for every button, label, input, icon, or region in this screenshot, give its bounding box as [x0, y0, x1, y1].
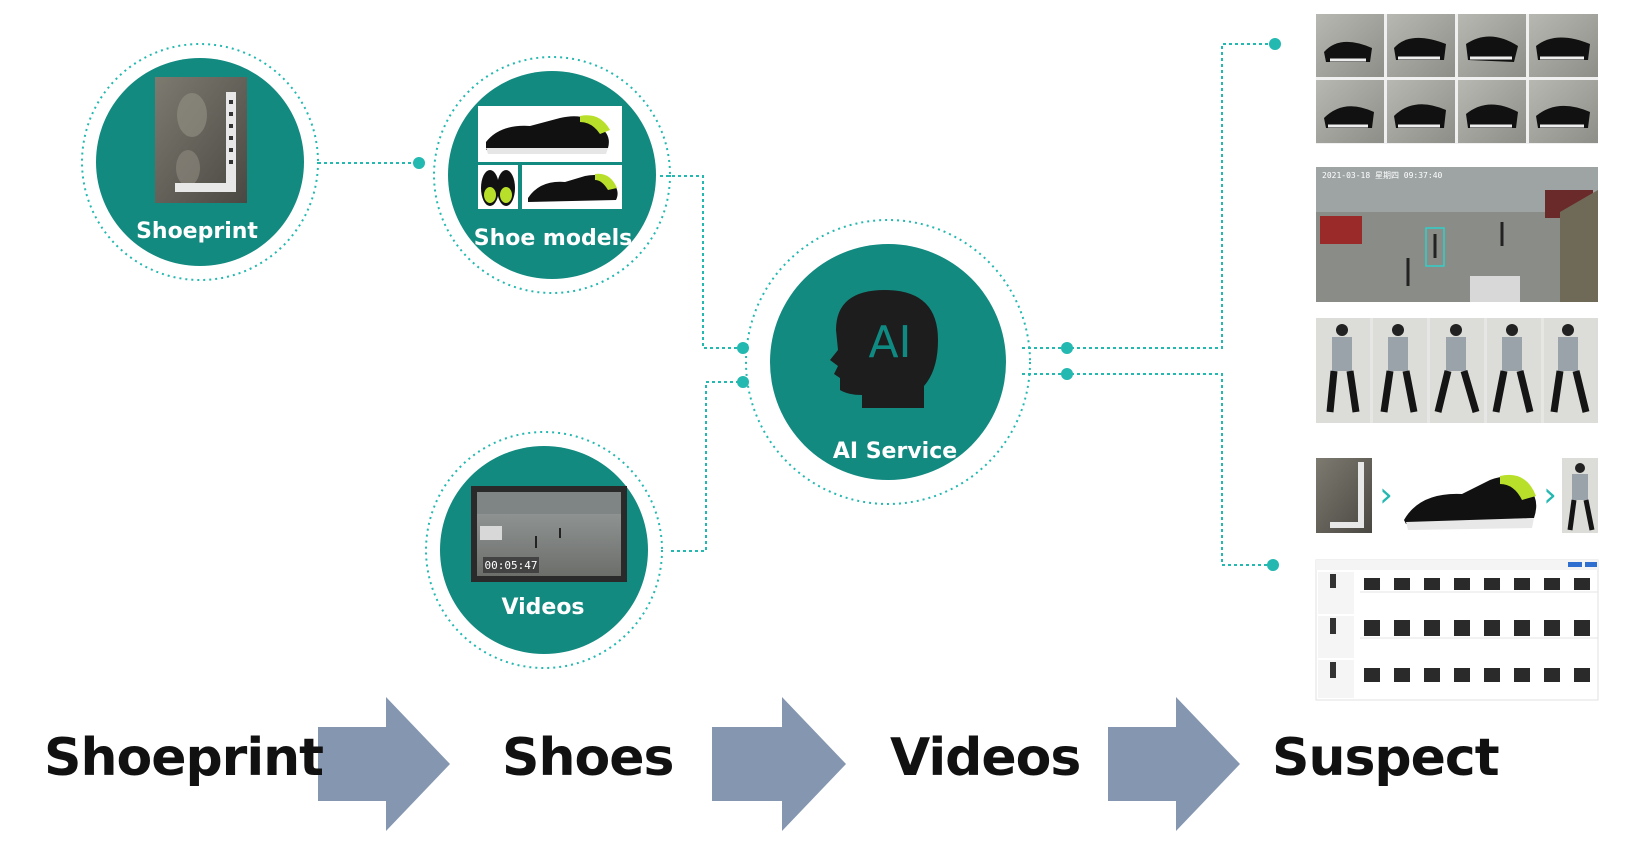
- result-person-sequence: [1316, 318, 1598, 423]
- arrow-right-icon: [1108, 697, 1240, 831]
- shoeprint-photo: [155, 77, 247, 203]
- result-thumbnails: [1364, 578, 1590, 682]
- person-frame: [1316, 318, 1370, 423]
- crop-tile: [1387, 14, 1455, 77]
- crop-tile: [1458, 80, 1526, 143]
- ai-service-label: AI Service: [833, 439, 957, 464]
- ai-icon-text: AI: [868, 317, 911, 368]
- person-frame: [1373, 318, 1427, 423]
- videos-node: 00:05:47 Videos: [425, 431, 663, 669]
- shoe-models-node: Shoe models: [433, 56, 671, 294]
- person-frame: [1487, 318, 1541, 423]
- result-match-chain: › ›: [1316, 458, 1598, 533]
- crop-tile: [1316, 80, 1384, 143]
- chevron-right-icon: ›: [1543, 475, 1557, 515]
- shoe-models-label: Shoe models: [474, 226, 633, 251]
- crop-tile: [1529, 80, 1598, 143]
- person-frame: [1544, 318, 1598, 423]
- crop-tile: [1529, 14, 1598, 77]
- flow-step-videos: Videos: [890, 728, 1081, 788]
- crop-tile: [1458, 14, 1526, 77]
- crop-tile: [1316, 14, 1384, 77]
- chevron-right-icon: ›: [1379, 475, 1393, 515]
- ai-service-node: AI AI Service: [745, 219, 1031, 505]
- shoeprint-label: Shoeprint: [136, 219, 258, 244]
- flow-arrows: [318, 697, 1240, 831]
- videos-label: Videos: [501, 595, 584, 620]
- crop-tile: [1387, 80, 1455, 143]
- camera-overlay-text: 2021-03-18 星期四 09:37:40: [1322, 171, 1443, 180]
- connector-dots: [413, 38, 1281, 571]
- flow-step-suspect: Suspect: [1272, 728, 1500, 788]
- flow-step-shoeprint: Shoeprint: [44, 728, 324, 788]
- video-thumbnail: 00:05:47: [471, 486, 627, 582]
- arrow-right-icon: [318, 697, 450, 831]
- flow-step-shoes: Shoes: [502, 728, 674, 788]
- result-camera-frame: 2021-03-18 星期四 09:37:40: [1316, 167, 1598, 302]
- shoe-models-photo: [478, 106, 622, 209]
- video-timestamp: 00:05:47: [485, 559, 538, 572]
- person-frame: [1430, 318, 1484, 423]
- arrow-right-icon: [712, 697, 846, 831]
- result-shoe-crops: [1316, 14, 1598, 144]
- result-search-screen: [1315, 559, 1599, 701]
- ai-head-icon: AI: [830, 290, 938, 408]
- shoeprint-node: Shoeprint: [81, 43, 319, 281]
